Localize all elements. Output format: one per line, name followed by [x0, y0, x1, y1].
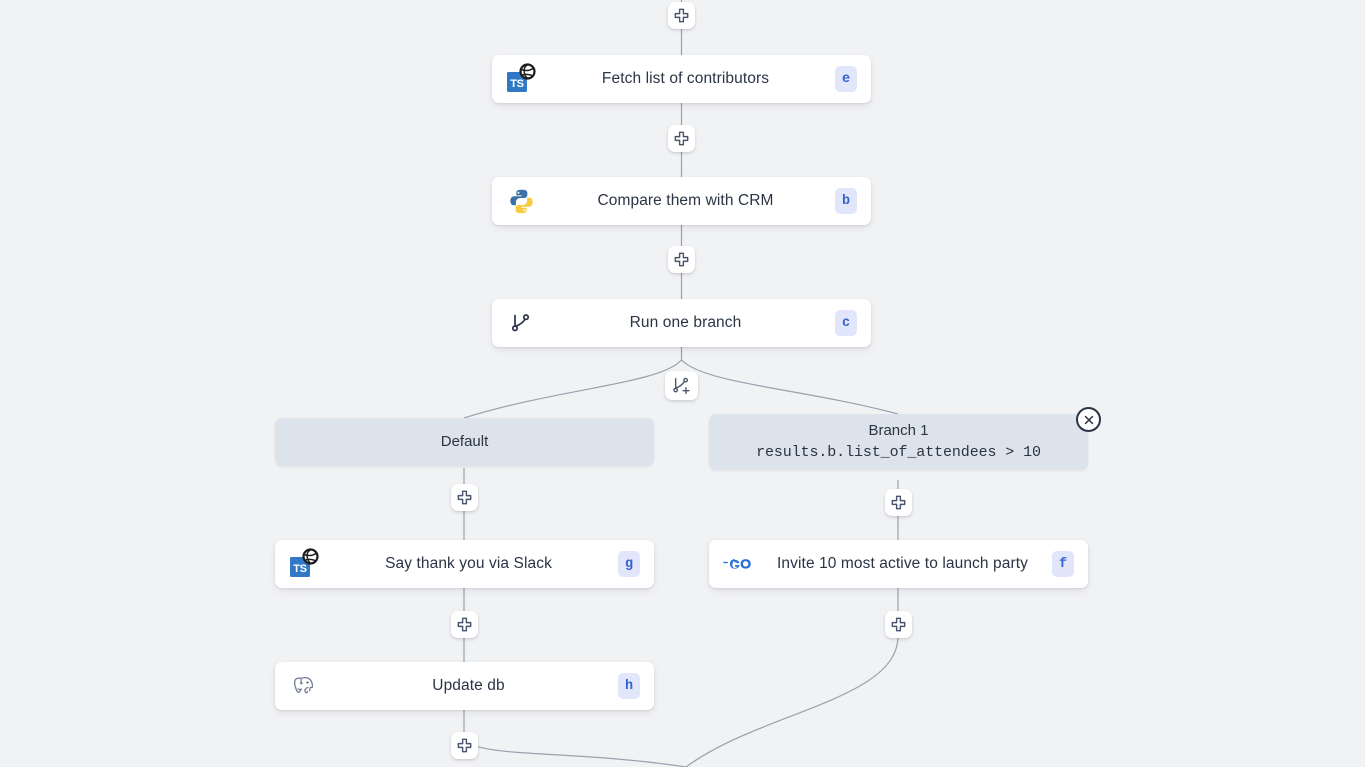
postgresql-icon [289, 671, 319, 701]
globe-icon [302, 548, 319, 565]
branch-title: Default [440, 433, 489, 451]
go-icon [723, 549, 753, 579]
node-badge: c [835, 310, 857, 336]
close-icon [1084, 415, 1093, 424]
workflow-node-compare-crm[interactable]: Compare them with CRM b [492, 177, 871, 225]
workflow-node-invite-launch-party[interactable]: Invite 10 most active to launch party f [709, 540, 1088, 588]
node-badge: e [835, 66, 857, 92]
typescript-icon: TS [289, 548, 319, 579]
node-badge: b [835, 188, 857, 214]
workflow-node-update-db[interactable]: Update db h [275, 662, 654, 710]
add-step-button-default-branch[interactable] [451, 484, 478, 511]
add-step-button-after-invite[interactable] [885, 611, 912, 638]
python-icon [506, 186, 536, 216]
plus-icon [457, 617, 472, 632]
workflow-node-run-one-branch[interactable]: Run one branch c [492, 299, 871, 347]
node-badge: f [1052, 551, 1074, 577]
git-branch-icon [506, 308, 536, 338]
add-step-button-top[interactable] [668, 2, 695, 29]
node-title: Run one branch [629, 314, 742, 331]
branch-box-default[interactable]: Default [275, 418, 654, 466]
globe-icon [519, 63, 536, 80]
typescript-icon: TS [506, 63, 536, 94]
node-title: Invite 10 most active to launch party [777, 555, 1028, 572]
branch-box-branch1[interactable]: Branch 1 results.b.list_of_attendees > 1… [709, 414, 1088, 470]
add-step-button-branch1[interactable] [885, 489, 912, 516]
add-step-button-after-fetch[interactable] [668, 125, 695, 152]
node-title: Compare them with CRM [597, 192, 774, 209]
node-badge: h [618, 673, 640, 699]
plus-icon [674, 8, 689, 23]
branch-plus-icon [672, 377, 690, 395]
add-step-button-after-update-db[interactable] [451, 732, 478, 759]
branch-expression: results.b.list_of_attendees > 10 [756, 444, 1041, 461]
plus-icon [674, 131, 689, 146]
plus-icon [457, 490, 472, 505]
close-branch-button[interactable] [1076, 407, 1101, 432]
node-title: Update db [432, 677, 505, 694]
plus-icon [891, 495, 906, 510]
workflow-node-say-thank-you-slack[interactable]: TS Say thank you via Slack g [275, 540, 654, 588]
add-step-button-after-compare[interactable] [668, 246, 695, 273]
node-badge: g [618, 551, 640, 577]
plus-icon [674, 252, 689, 267]
plus-icon [457, 738, 472, 753]
workflow-node-fetch-contributors[interactable]: TS Fetch list of contributors e [492, 55, 871, 103]
node-title: Fetch list of contributors [601, 70, 770, 87]
add-branch-button[interactable] [665, 371, 698, 400]
branch-title: Branch 1 [868, 422, 929, 440]
add-step-button-after-slack[interactable] [451, 611, 478, 638]
plus-icon [891, 617, 906, 632]
node-title: Say thank you via Slack [385, 555, 552, 572]
